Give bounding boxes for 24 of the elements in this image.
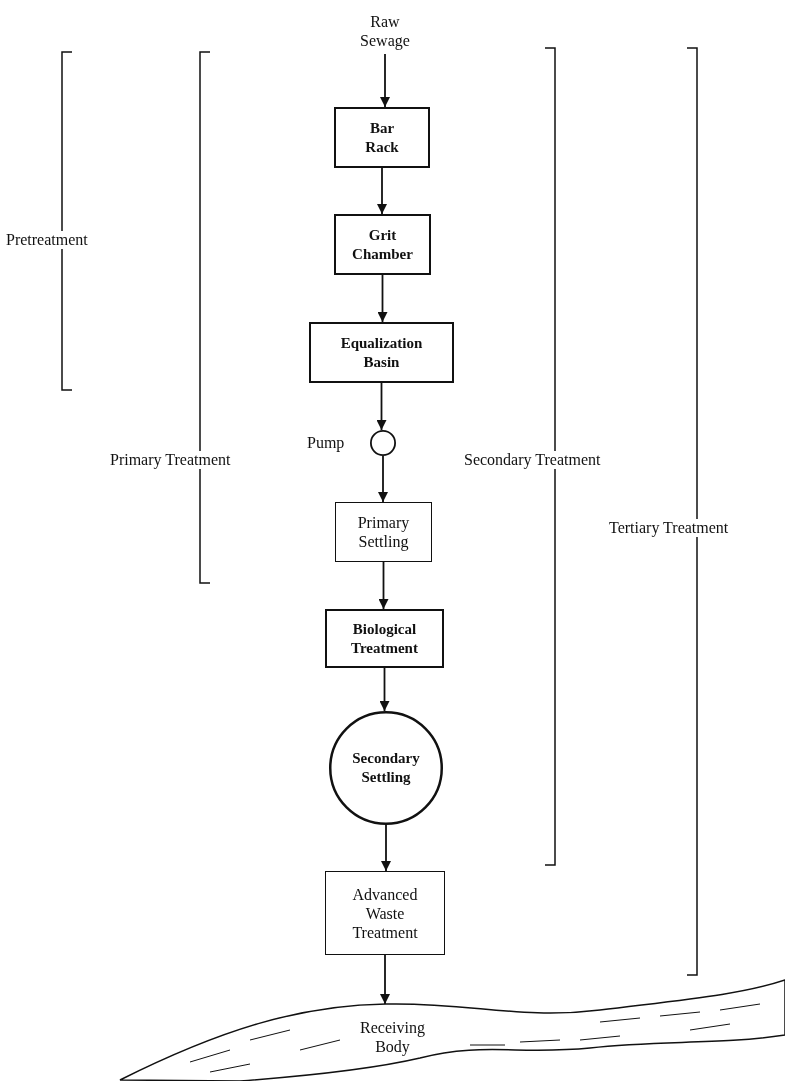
arrow: [380, 53, 390, 108]
bracket-label: Primary Treatment: [108, 451, 233, 469]
source-label: Raw Sewage: [345, 8, 425, 54]
arrow: [381, 824, 391, 872]
arrow: [379, 667, 390, 712]
settling-tank-circle: Secondary Settling: [329, 711, 443, 825]
process-box: Bar Rack: [334, 107, 430, 168]
process-box: Biological Treatment: [325, 609, 444, 668]
node-caption: Pump: [305, 434, 347, 452]
bracket-label: Pretreatment: [4, 231, 90, 249]
arrow: [377, 167, 387, 215]
bracket-label: Secondary Treatment: [462, 451, 603, 469]
arrow: [380, 954, 390, 1005]
arrow: [376, 382, 387, 431]
process-box: Equalization Basin: [309, 322, 454, 383]
bracket-label: Tertiary Treatment: [607, 519, 731, 537]
pump-circle: [370, 430, 396, 456]
process-box: Grit Chamber: [334, 214, 431, 275]
process-box: Primary Settling: [335, 502, 432, 562]
arrow: [378, 561, 389, 610]
process-box: Advanced Waste Treatment: [325, 871, 445, 955]
arrow: [377, 274, 388, 323]
arrow: [378, 455, 388, 503]
river-label: Receiving Body: [360, 1017, 425, 1056]
